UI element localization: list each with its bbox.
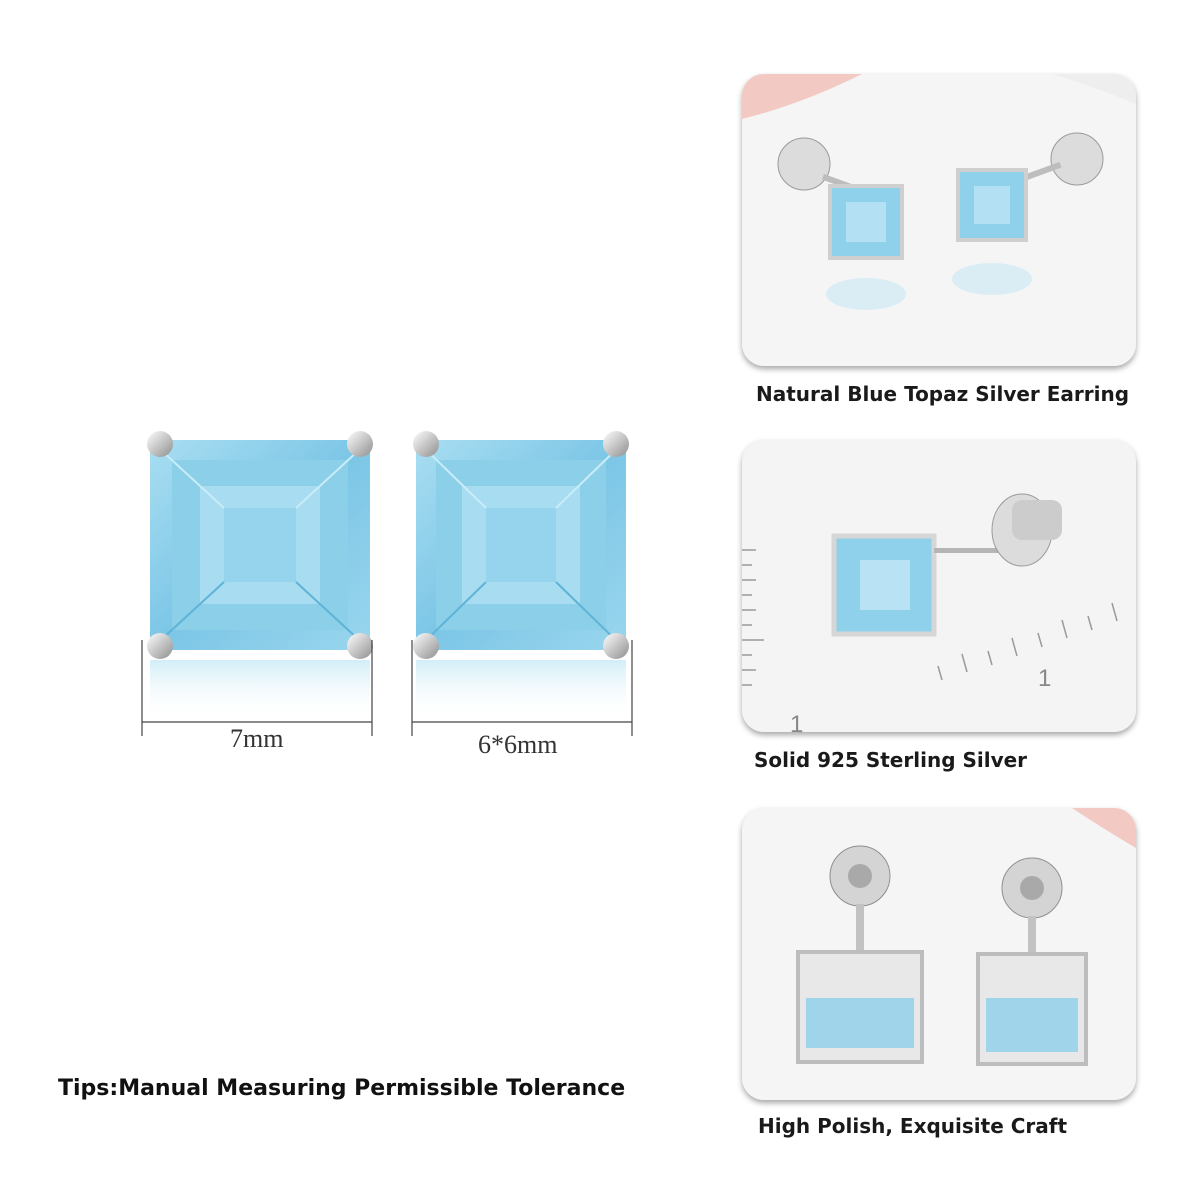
main-earrings-graphic [141,431,633,736]
main-product-image [120,400,680,780]
panel-ruler-view: 1 1 [742,440,1136,732]
tips-text: Tips:Manual Measuring Permissible Tolera… [58,1076,626,1101]
dimension-7mm-label: 7mm [230,724,284,753]
left-gem [147,431,373,720]
panel-front-view [742,74,1136,366]
dimension-lines [141,640,633,736]
ruler-mark-1: 1 [1038,665,1051,692]
back-view-graphic [742,808,1136,1100]
front-view-graphic [742,74,1136,366]
panel-2-caption: Solid 925 Sterling Silver [754,748,1028,772]
ruler-view-graphic: 1 1 [742,440,1136,732]
dimension-6x6mm-label: 6*6mm [478,730,558,759]
ruler-mark-2: 1 [790,711,803,732]
panel-1-caption: Natural Blue Topaz Silver Earring [756,382,1130,406]
ruler-ticks [742,549,1118,686]
panel-back-view [742,808,1136,1100]
panel-3-caption: High Polish, Exquisite Craft [758,1114,1068,1138]
right-gem [413,431,629,720]
